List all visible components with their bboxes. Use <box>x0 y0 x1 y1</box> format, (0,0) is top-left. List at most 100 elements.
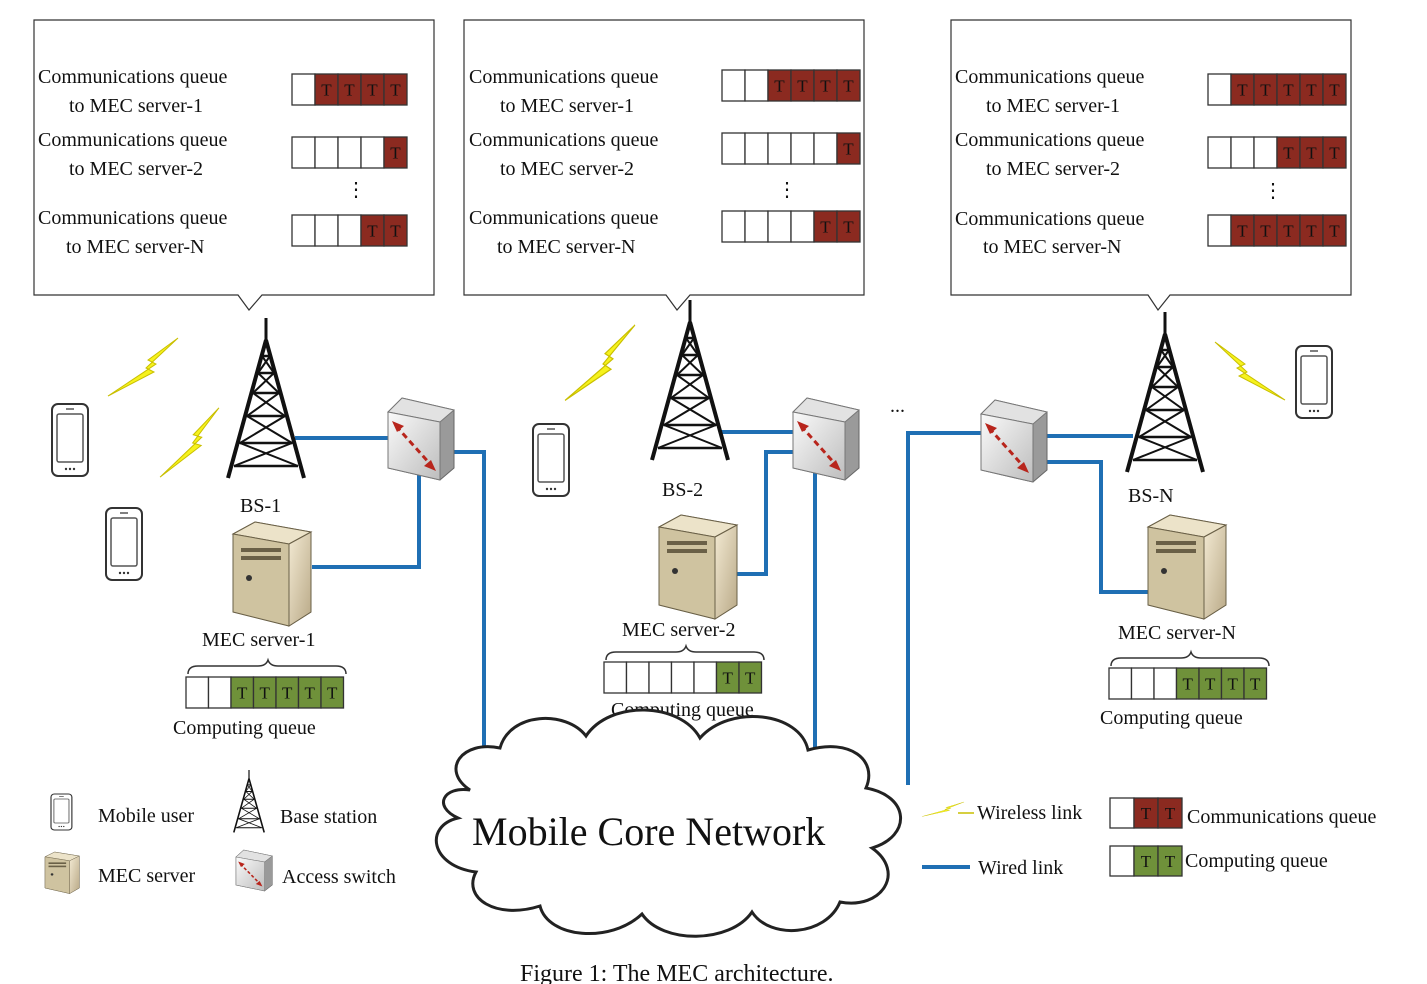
legend-mec-server: MEC server <box>98 865 196 887</box>
queue-cell-empty <box>185 676 210 709</box>
queue-task-label: T <box>774 77 785 96</box>
queue-cell-empty <box>790 210 815 243</box>
queue-task-label: T <box>1205 675 1216 694</box>
queue-task-label: T <box>1306 81 1317 100</box>
queue-task-label: T <box>344 81 355 100</box>
queue-cell-empty <box>767 210 792 243</box>
wireless-link-icon <box>149 407 230 478</box>
queue-task-label: T <box>1141 804 1152 823</box>
queue-task-label: T <box>1329 222 1340 241</box>
svg-text:to MEC server-N: to MEC server-N <box>66 236 204 258</box>
wireless-link-icon <box>564 324 636 402</box>
access-switch-icon <box>979 398 1049 484</box>
computing-queue-label-1: Computing queue <box>173 717 316 739</box>
queue-cell-filled <box>383 73 408 106</box>
queue-cell-empty <box>744 132 769 165</box>
queue-cell-empty <box>291 214 316 247</box>
queue-task-label: T <box>367 81 378 100</box>
legend-mobile-user-icon <box>50 793 73 831</box>
queue-cell-empty <box>813 132 838 165</box>
queue-task-label: T <box>390 144 401 163</box>
queue-cell-empty <box>1253 136 1278 169</box>
queue-task-label: T <box>797 77 808 96</box>
queue-cell-empty <box>207 676 232 709</box>
wireless-link-icon <box>1214 341 1286 401</box>
queue-cell-filled <box>836 210 861 243</box>
queue-task-label: T <box>390 222 401 241</box>
legend-wired-link: Wired link <box>978 857 1063 879</box>
queue-cell-empty <box>648 661 673 694</box>
queue-cell-filled <box>383 214 408 247</box>
mobile-user-icon <box>51 403 89 477</box>
queue-task-label: T <box>820 77 831 96</box>
queue-task-label: T <box>1329 81 1340 100</box>
core-network-label: Mobile Core Network <box>472 809 825 854</box>
queue-task-label: T <box>1306 144 1317 163</box>
mec-server-icon <box>658 514 738 620</box>
queue-cell-empty <box>1230 136 1255 169</box>
queue-cell-filled <box>1243 667 1268 700</box>
server1-label: MEC server-1 <box>202 629 315 651</box>
queue-task-label: T <box>282 684 293 703</box>
queue-cell-empty <box>1130 667 1155 700</box>
bs1-label: BS-1 <box>240 495 281 517</box>
comm-queue-bs2-to-server2: T <box>721 132 861 165</box>
queue-cell-empty <box>337 214 362 247</box>
queue-cell-empty <box>1108 667 1133 700</box>
queue-task-label: T <box>367 222 378 241</box>
queue-task-label: T <box>745 669 756 688</box>
wired-links <box>295 430 1150 785</box>
queue-cell-filled <box>1157 797 1183 829</box>
legend-comm-queue-label: Communications queue <box>1187 806 1377 828</box>
svg-text:⋮: ⋮ <box>1263 180 1283 202</box>
legend-comp-queue-label: Computing queue <box>1185 850 1328 872</box>
ellipsis: ... <box>890 395 905 417</box>
queue-cell-empty <box>767 132 792 165</box>
figure-caption: Figure 1: The MEC architecture. <box>520 961 833 984</box>
svg-text:Communications queue: Communications queue <box>38 66 228 88</box>
svg-text:to MEC server-1: to MEC server-1 <box>500 95 634 117</box>
legend-wireless-link: Wireless link <box>977 802 1082 824</box>
queue-cell-empty <box>1207 136 1232 169</box>
queue-cell-filled <box>1322 136 1347 169</box>
queue-cell-empty <box>1153 667 1178 700</box>
queue-task-label: T <box>1165 852 1176 871</box>
mobile-user-icon <box>105 507 143 581</box>
legend-base-station: Base station <box>280 806 377 828</box>
mobile-user-icon <box>1295 345 1333 419</box>
svg-text:Communications queue: Communications queue <box>38 207 228 229</box>
bs2-label: BS-2 <box>662 479 703 501</box>
queue-task-label: T <box>1260 222 1271 241</box>
base-station-icon <box>226 316 306 480</box>
queue-task-label: T <box>1283 81 1294 100</box>
queue-task-label: T <box>843 77 854 96</box>
legend-mec-server-icon <box>44 851 80 894</box>
queue-cell-empty <box>1207 73 1232 106</box>
queue-task-label: T <box>321 81 332 100</box>
svg-text:Communications queue: Communications queue <box>469 129 659 151</box>
queue-task-label: T <box>390 81 401 100</box>
queue-cell-empty <box>625 661 650 694</box>
svg-text:to MEC server-1: to MEC server-1 <box>69 95 203 117</box>
svg-text:to MEC server-2: to MEC server-2 <box>500 158 634 180</box>
queue-task-label: T <box>237 684 248 703</box>
mec-server-icon <box>232 521 312 627</box>
queue-cell-empty <box>670 661 695 694</box>
queue-cell-filled <box>1322 214 1347 247</box>
queue-task-label: T <box>1165 804 1176 823</box>
svg-text:to MEC server-1: to MEC server-1 <box>986 95 1120 117</box>
base-station-icon <box>650 298 730 462</box>
svg-text:to MEC server-N: to MEC server-N <box>497 236 635 258</box>
computing-queue-braces <box>187 643 1270 675</box>
queue-task-label: T <box>327 684 338 703</box>
queue-task-label: T <box>1250 675 1261 694</box>
